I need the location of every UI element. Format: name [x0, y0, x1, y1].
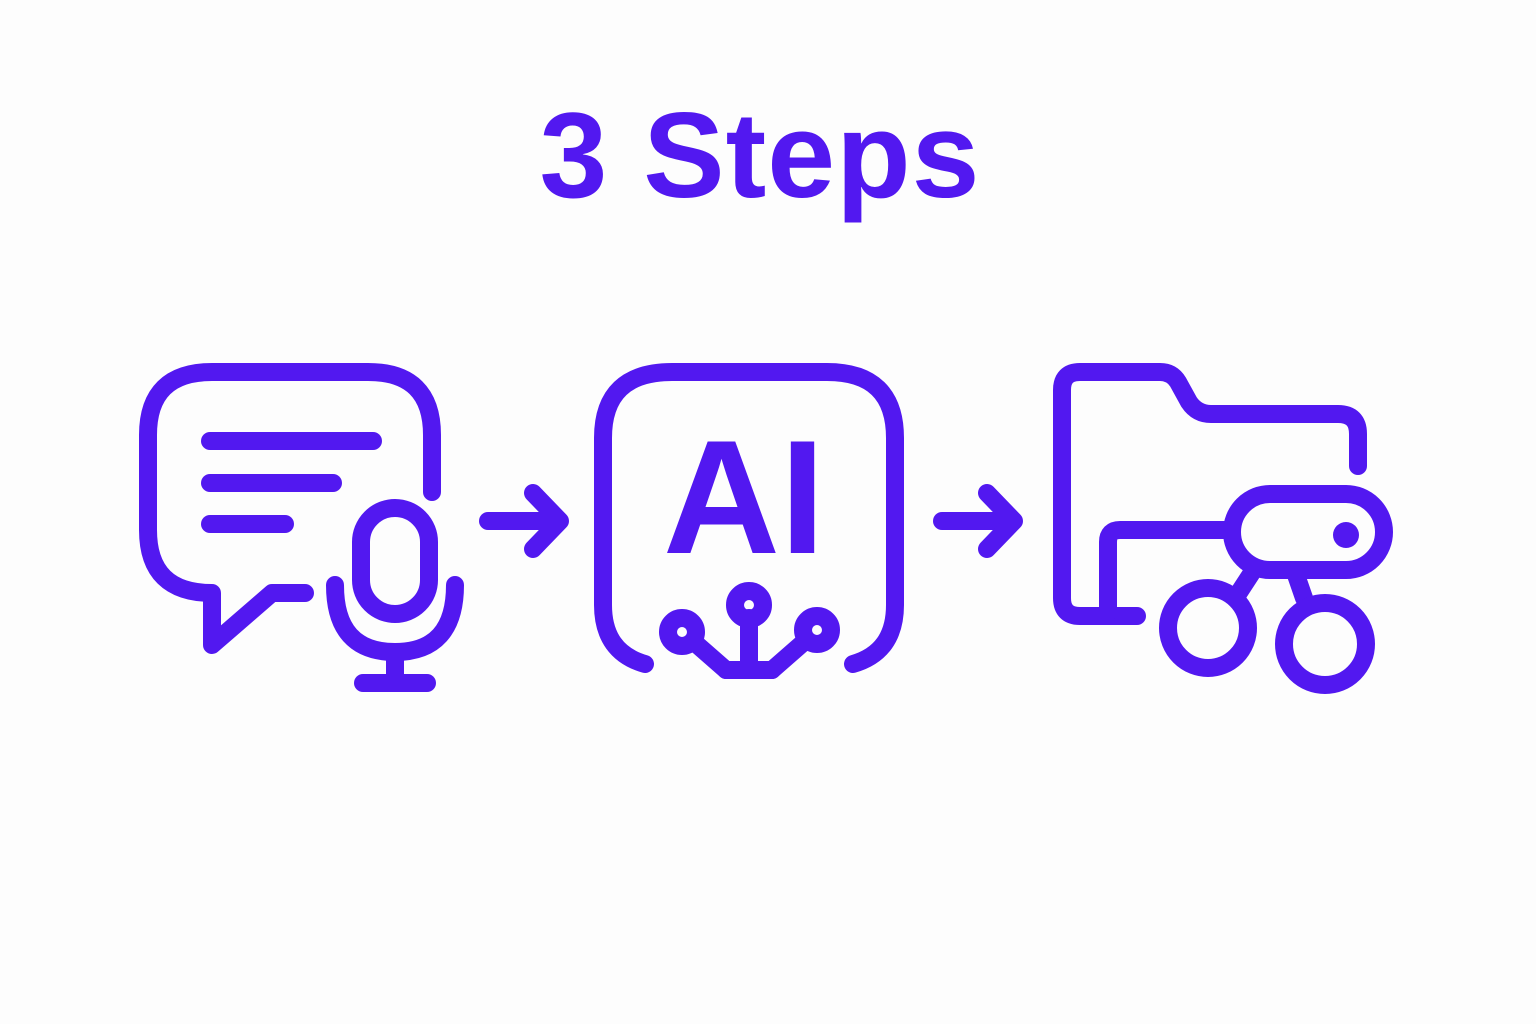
folder-network-icon: [1053, 363, 1393, 694]
chat-bubble-microphone-icon: [139, 363, 464, 692]
folder-node-dot: [1333, 522, 1359, 548]
page-title: 3 Steps: [539, 87, 981, 223]
ai-label: AI: [663, 407, 825, 588]
circuit-lines: [659, 582, 840, 679]
arrow-right-icon: [479, 484, 569, 558]
arrow-right-icon: [933, 484, 1023, 558]
ai-chip-icon: AI: [594, 363, 904, 679]
